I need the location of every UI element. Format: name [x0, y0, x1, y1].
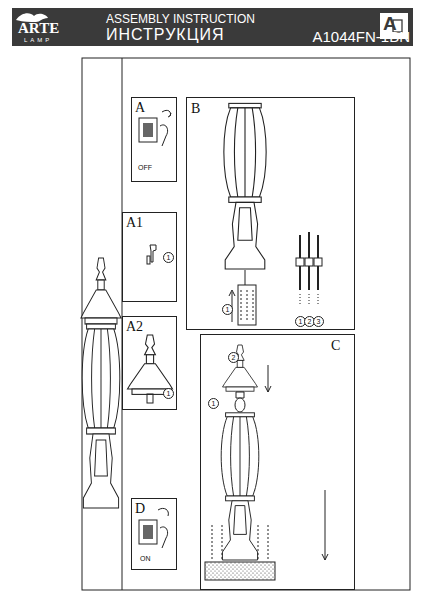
panel-box: D ON: [131, 498, 177, 570]
panel-letter: A2: [126, 320, 143, 334]
callout-number: 1: [222, 304, 233, 315]
panel-letter: A1: [126, 216, 143, 230]
header-title: ASSEMBLY INSTRUCTION: [106, 13, 255, 25]
logo-subtext: LAMP: [24, 37, 52, 43]
callout-number: 2: [228, 352, 239, 363]
callout-number: 1: [163, 388, 174, 399]
panel-letter: A: [135, 101, 145, 115]
callout-number: 1: [163, 252, 174, 263]
model-number: A1044FN-1BN: [312, 29, 410, 44]
header-title: ИНСТРУКЦИЯ: [106, 27, 225, 43]
callout-number: 3: [313, 316, 324, 327]
panel-box: B: [186, 97, 355, 330]
panel-letter: B: [191, 102, 200, 116]
logo-text: ARTE: [18, 21, 59, 36]
switch-label: OFF: [138, 164, 152, 171]
panel-box: C: [200, 334, 355, 590]
callout-number: 1: [208, 398, 219, 409]
panel-letter: D: [135, 502, 145, 516]
panel-box: A OFF: [131, 97, 177, 182]
switch-label: ON: [140, 555, 151, 562]
panel-letter: C: [331, 339, 340, 353]
